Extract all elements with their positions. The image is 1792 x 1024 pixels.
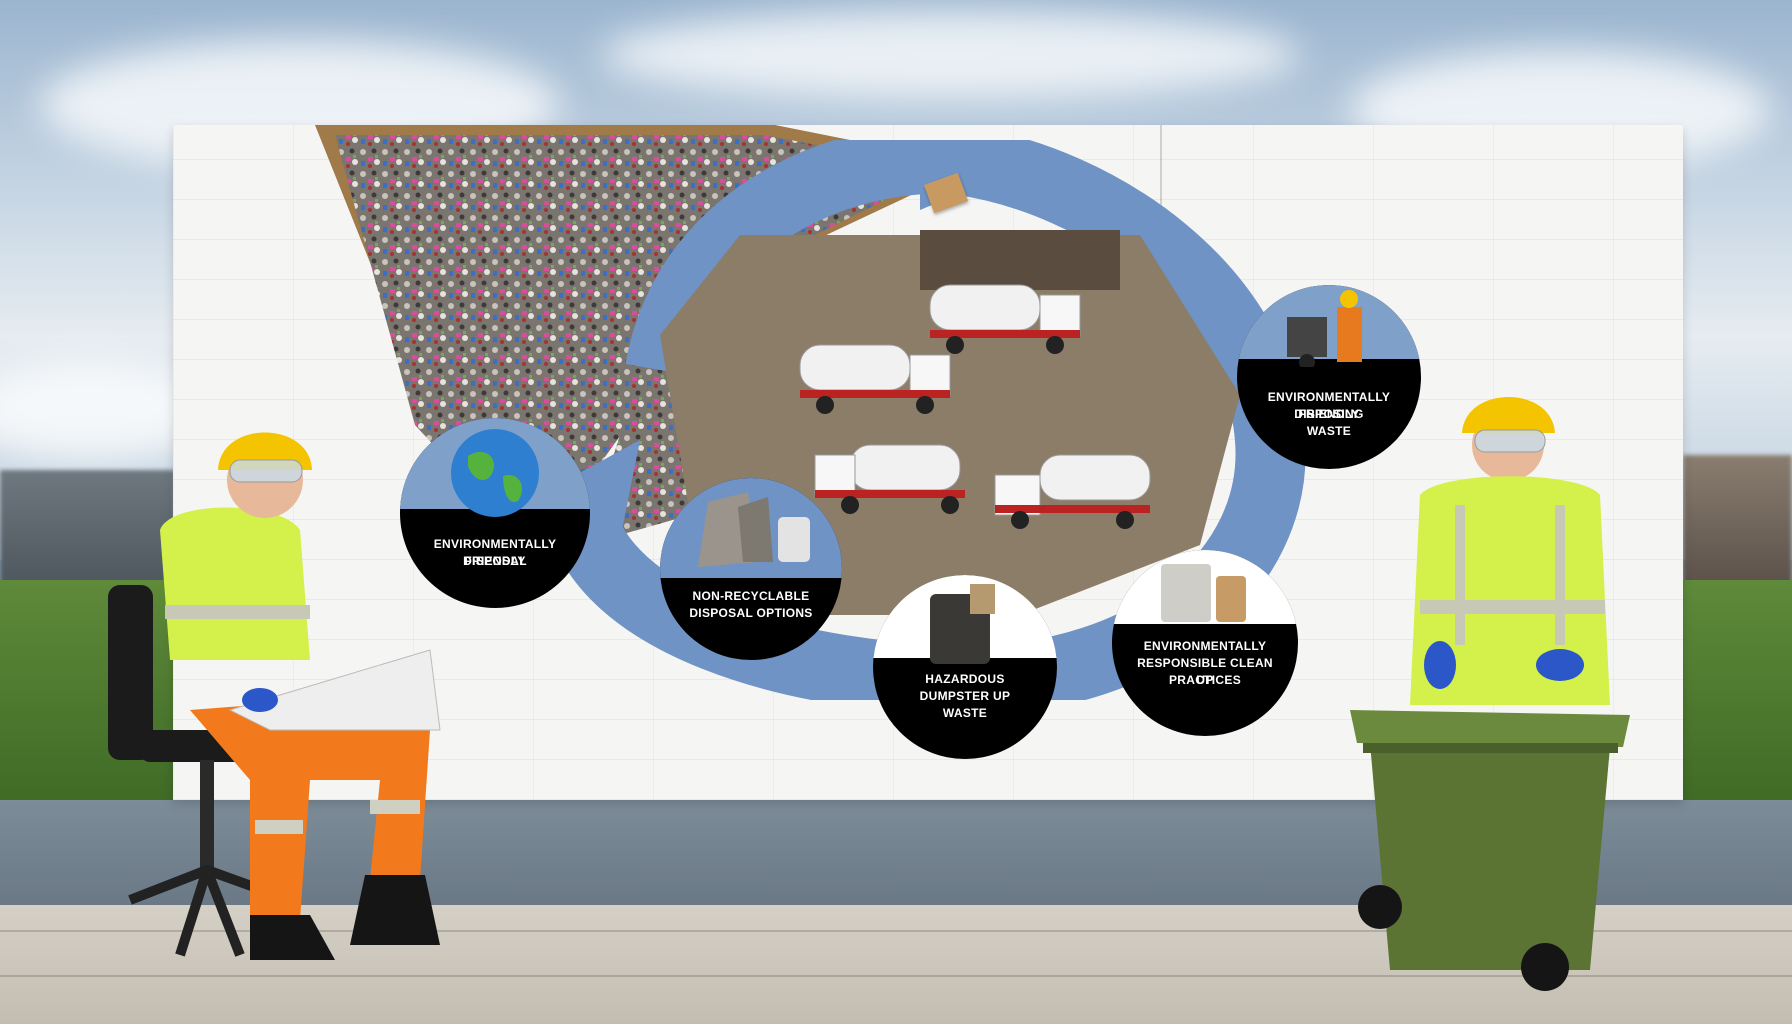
orange-trousers — [190, 700, 430, 920]
circle-label: DISPOSING — [1294, 407, 1364, 421]
circle-label: ENVIRONMENTALLY — [1143, 639, 1267, 653]
circle-hazardous: HAZARDOUS DUMPSTER UP WASTE — [873, 575, 1057, 759]
boot — [250, 915, 335, 960]
deck-plank-line — [0, 930, 1792, 932]
safety-goggles — [229, 459, 303, 483]
reflective-stripe — [1555, 505, 1565, 645]
bin-body — [1370, 743, 1610, 970]
circle-label: DISPOSAL OPTIONS — [689, 606, 813, 620]
circle-non-recyclable: NON-RECYCLABLE DISPOSAL OPTIONS — [660, 478, 842, 660]
office-chair-post — [200, 760, 214, 870]
background-buildings — [1683, 455, 1792, 585]
background-buildings — [0, 470, 175, 590]
warehouse-structure — [920, 230, 1120, 290]
tanker-truck — [929, 284, 1081, 354]
wheelie-bin-icon — [1350, 710, 1630, 991]
globe-icon — [451, 429, 539, 517]
deck-plank-line — [0, 975, 1792, 977]
circle-label: ENVIRONMENTALLY FRIENDLY — [1267, 390, 1391, 421]
hard-hat — [1462, 397, 1555, 433]
bin-rim — [1363, 743, 1618, 753]
circle-label: NON-RECYCLABLE — [692, 589, 810, 603]
reflective-stripe — [370, 800, 420, 814]
bin-wheel — [1358, 885, 1402, 929]
hard-hat-icon — [1287, 290, 1362, 367]
bin-wheel — [1521, 943, 1569, 991]
tanker-truck — [799, 344, 951, 414]
glove — [1424, 641, 1456, 689]
standing-worker — [1410, 397, 1610, 705]
circle-environmental-disposal: ENVIRONMENTALLY FRIENDLY DISPOSAL — [400, 418, 590, 608]
circle-label: PRACTICES — [1168, 673, 1242, 687]
circle-label: HAZARDOUS — [925, 672, 1005, 686]
circle-label: WASTE — [942, 706, 988, 720]
circle-label: RESPONSIBLE CLEAN UP — [1137, 656, 1273, 687]
hi-vis-jacket — [160, 507, 310, 660]
glove — [242, 688, 278, 712]
reflective-stripe — [1455, 505, 1465, 645]
reflective-stripe — [1420, 600, 1605, 614]
office-chair-back — [108, 585, 153, 760]
glove — [1536, 649, 1584, 681]
circle-environmental-cleanup: ENVIRONMENTALLY RESPONSIBLE CLEAN UP PRA… — [1112, 550, 1298, 736]
circle-label: DUMPSTER UP — [919, 689, 1011, 703]
circle-label: ENVIRONMENTALLY FRIENDLY — [433, 537, 557, 568]
reflective-stripe — [255, 820, 303, 834]
bag-icon — [1161, 564, 1246, 622]
seated-worker — [108, 432, 441, 960]
bag-icon — [698, 492, 810, 567]
cloud — [600, 10, 1300, 100]
laptop — [228, 649, 441, 731]
tanker-truck — [814, 444, 965, 514]
bin-lid — [1350, 710, 1630, 747]
tanker-truck — [994, 454, 1151, 529]
bag-icon — [930, 584, 995, 664]
safety-goggles — [1474, 429, 1546, 453]
reflective-stripe — [165, 605, 310, 619]
boot — [350, 875, 440, 945]
circle-label: DISPOSAL — [463, 554, 527, 568]
circle-environmentally-friendly-waste: ENVIRONMENTALLY FRIENDLY DISPOSING WASTE — [1237, 285, 1421, 469]
circle-label: WASTE — [1306, 424, 1352, 438]
